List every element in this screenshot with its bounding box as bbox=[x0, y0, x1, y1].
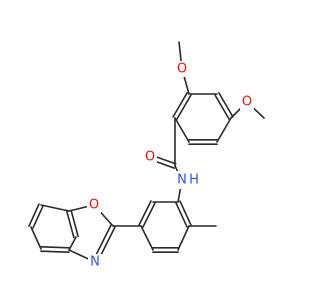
label-bg-o-top bbox=[175, 61, 189, 77]
atom-o-oxazole: O bbox=[89, 198, 99, 213]
atom-o-carbonyl: O bbox=[145, 150, 155, 165]
double-bond-a1-a2-line-2 bbox=[179, 200, 192, 226]
bond-c3-c4 bbox=[216, 117, 232, 143]
atom-n-oxazole: N bbox=[90, 255, 100, 270]
double-bond-b6-b1-line-1 bbox=[70, 209, 79, 238]
label-bg-o-right bbox=[240, 94, 254, 110]
atom-o-methoxy-right: O bbox=[242, 95, 252, 110]
bond-b5-b6 bbox=[68, 236, 77, 251]
double-bond-a5-a6-line-1 bbox=[142, 202, 156, 228]
double-bond-c6-c1-line-2 bbox=[172, 92, 188, 118]
bond-b1-b2 bbox=[40, 204, 70, 212]
label-bg-nh bbox=[174, 171, 202, 189]
double-bond-a1-a2-line-1 bbox=[175, 202, 188, 228]
bond-layer bbox=[28, 41, 265, 264]
double-bond-b6-b1-line-2 bbox=[66, 210, 75, 239]
atom-h-amide: H bbox=[189, 173, 199, 188]
double-bond-a5-a6-line-2 bbox=[138, 200, 152, 226]
bond-b3-b4 bbox=[30, 226, 42, 250]
double-bond-b4-b5-line-2 bbox=[40, 246, 70, 249]
double-bond-c2-c3-line-2 bbox=[218, 92, 234, 118]
bond-a2-a3 bbox=[177, 225, 190, 251]
atom-label-layer: O O O N H O N bbox=[87, 61, 254, 270]
bond-a4-a5 bbox=[140, 225, 154, 251]
label-bg-o-oxazole bbox=[87, 197, 101, 213]
double-bond-c6-c1-line-1 bbox=[176, 94, 192, 120]
double-bond-b4-b5-line-1 bbox=[40, 250, 70, 253]
atom-o-methoxy-top: O bbox=[177, 62, 187, 77]
label-bg-o-carbonyl bbox=[143, 149, 157, 165]
molecule-structure: O O O N H O N bbox=[28, 41, 265, 270]
label-bg-n-oxazole bbox=[88, 254, 102, 270]
atom-n-amide: N bbox=[177, 173, 187, 188]
double-bond-c2-c3-line-1 bbox=[214, 94, 230, 120]
double-bond-b2-b3-line-2 bbox=[32, 205, 44, 229]
double-bond-b2-b3-line-1 bbox=[28, 203, 40, 227]
bond-c5-c6 bbox=[174, 117, 190, 143]
